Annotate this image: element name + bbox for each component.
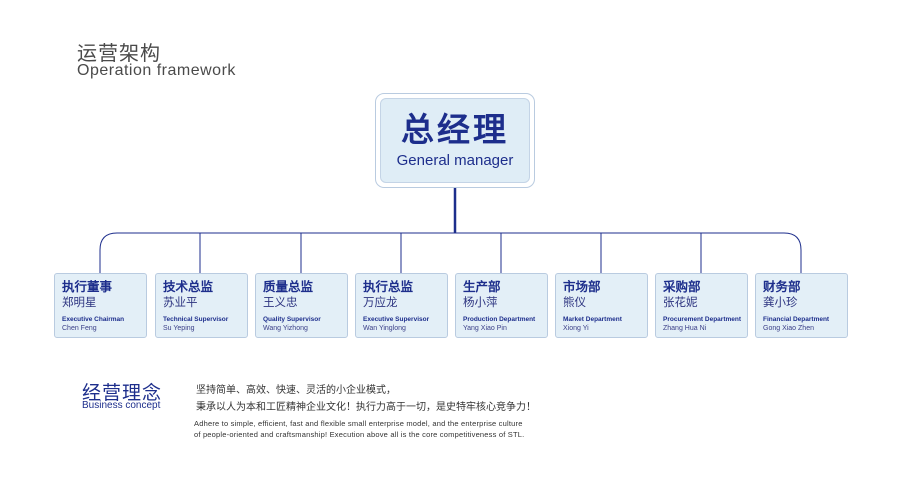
dept-box-executive-supervisor: 执行总监 万应龙 Executive Supervisor Wan Yinglo… (355, 273, 448, 338)
dept-role-en: Production Department (463, 316, 536, 323)
dept-title-cn: 采购部 (663, 279, 701, 294)
dept-title-cn: 技术总监 (163, 279, 214, 294)
business-concept-line1-en: Adhere to simple, efficient, fast and fl… (194, 419, 523, 428)
dept-role-en: Executive Chairman (62, 316, 125, 323)
page-title-cn: 运营架构 (77, 41, 161, 65)
business-concept-line2-cn: 秉承以人为本和工匠精神企业文化！执行力高于一切，是史特牢核心竞争力！ (196, 402, 536, 413)
dept-title-cn: 执行总监 (363, 279, 414, 294)
dept-person-en: Su Yeping (163, 325, 195, 332)
dept-role-en: Market Department (563, 316, 622, 323)
dept-person-en: Zhang Hua Ni (663, 325, 707, 332)
dept-role-en: Financial Department (763, 316, 830, 323)
dept-person-cn: 杨小萍 (463, 295, 498, 309)
dept-role-en: Quality Supervisor (263, 316, 321, 323)
dept-person-cn: 张花妮 (663, 295, 698, 309)
dept-title-cn: 质量总监 (263, 279, 314, 294)
business-concept-line1-cn: 坚持简单、高效、快速、灵活的小企业模式， (196, 385, 396, 396)
business-concept-title-en: Business concept (82, 400, 161, 411)
dept-person-cn: 万应龙 (363, 295, 398, 309)
business-concept-title-cn: 经营理念 (82, 382, 163, 404)
dept-box-quality-supervisor: 质量总监 王义忠 Quality Supervisor Wang Yizhong (255, 273, 348, 338)
dept-person-en: Xiong Yi (563, 325, 589, 332)
dept-person-cn: 龚小珍 (763, 295, 798, 309)
dept-title-cn: 市场部 (563, 279, 601, 294)
dept-title-cn: 生产部 (463, 279, 501, 294)
dept-box-procurement: 采购部 张花妮 Procurement Department Zhang Hua… (655, 273, 748, 338)
dept-role-en: Executive Supervisor (363, 316, 430, 323)
dept-box-executive-chairman: 执行董事 郑明星 Executive Chairman Chen Feng (54, 273, 147, 338)
general-manager-box: 总经理 General manager (375, 93, 535, 188)
dept-person-cn: 郑明星 (62, 295, 97, 309)
dept-role-en: Procurement Department (663, 316, 742, 323)
dept-person-en: Gong Xiao Zhen (763, 325, 814, 332)
dept-person-cn: 王义忠 (263, 295, 298, 309)
page-title-en: Operation framework (77, 62, 236, 79)
dept-title-cn: 财务部 (763, 279, 801, 294)
general-manager-title-en: General manager (396, 151, 514, 169)
dept-title-cn: 执行董事 (62, 279, 113, 294)
dept-box-financial: 财务部 龚小珍 Financial Department Gong Xiao Z… (755, 273, 848, 338)
dept-person-en: Yang Xiao Pin (463, 325, 507, 332)
branch-bus-line (99, 232, 802, 273)
dept-person-en: Wang Yizhong (263, 325, 308, 332)
business-concept-line2-en: of people-oriented and craftsmanship! Ex… (194, 430, 525, 439)
general-manager-title-cn: 总经理 (401, 110, 509, 150)
dept-person-cn: 熊仪 (563, 295, 586, 309)
dept-box-production: 生产部 杨小萍 Production Department Yang Xiao … (455, 273, 548, 338)
dept-person-cn: 苏业平 (163, 295, 198, 309)
dept-role-en: Technical Supervisor (163, 316, 229, 323)
dept-person-en: Wan Yinglong (363, 325, 406, 332)
dept-box-technical-supervisor: 技术总监 苏业平 Technical Supervisor Su Yeping (155, 273, 248, 338)
general-manager-inner: 总经理 General manager (380, 98, 530, 183)
dept-person-en: Chen Feng (62, 325, 97, 332)
dept-box-market: 市场部 熊仪 Market Department Xiong Yi (555, 273, 648, 338)
